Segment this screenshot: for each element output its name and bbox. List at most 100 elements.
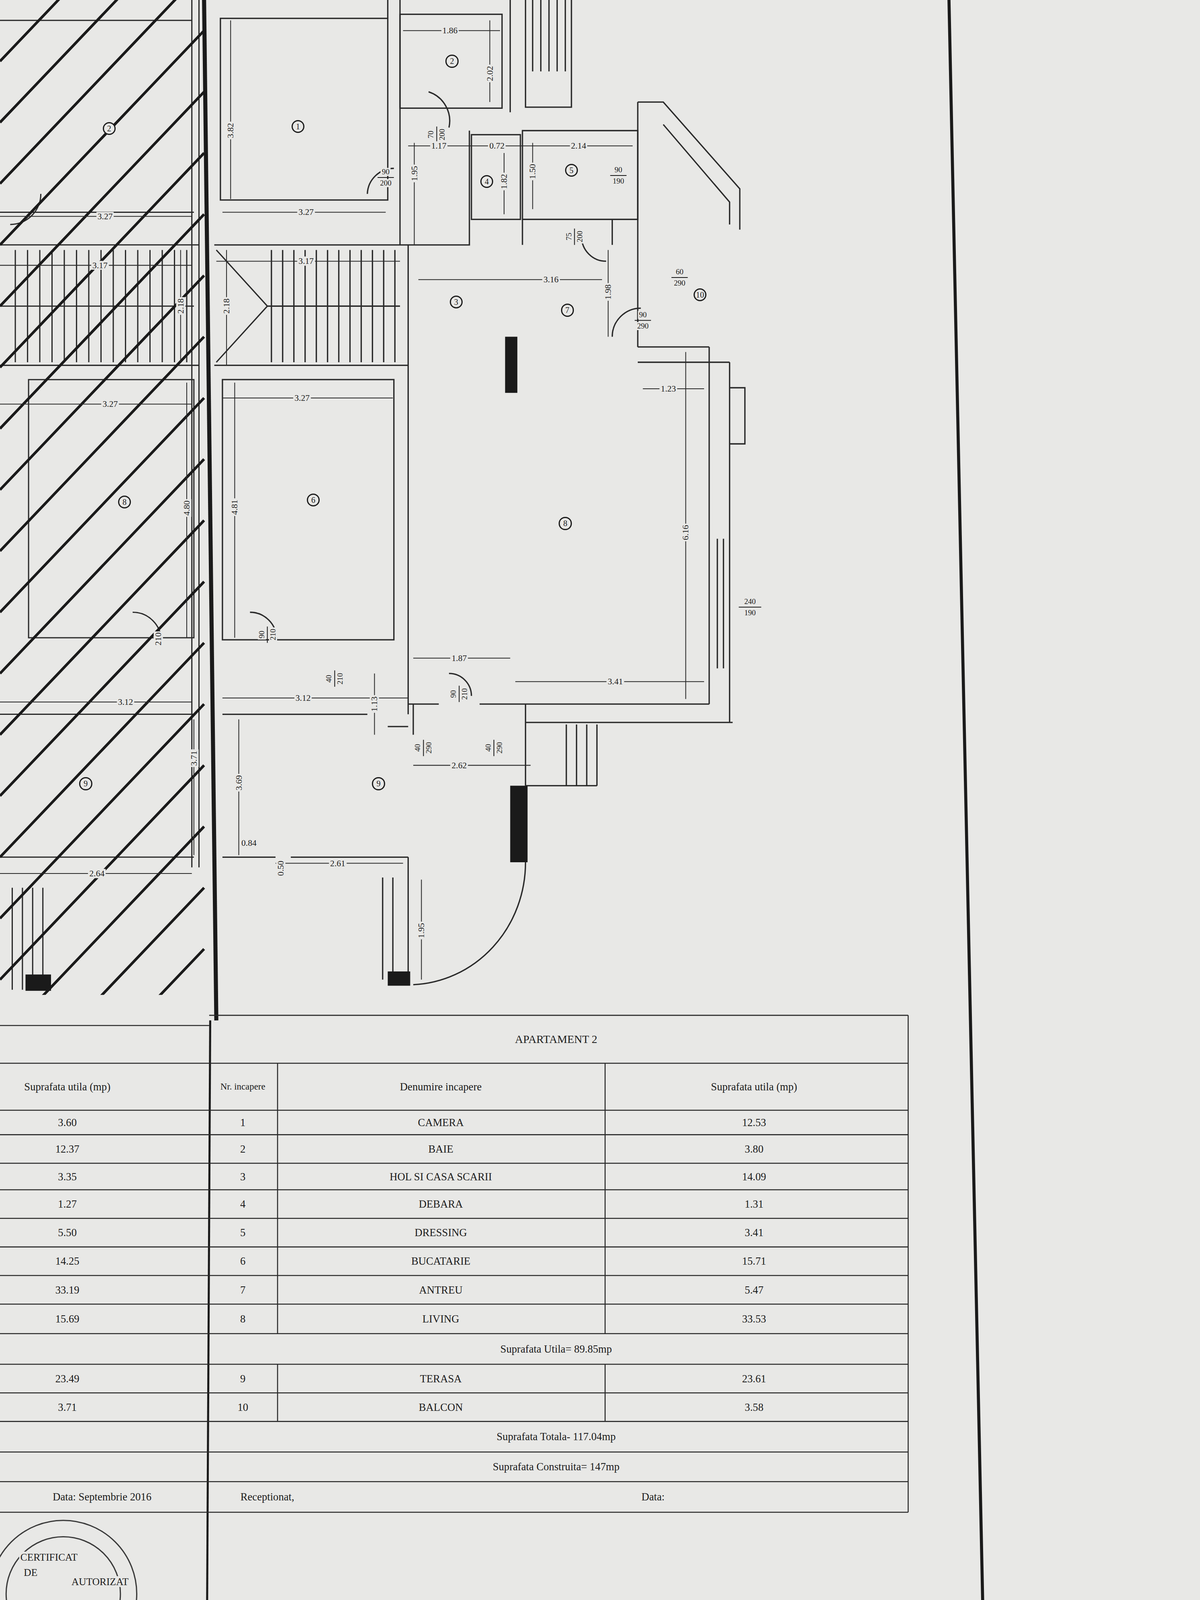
table-cell: 8: [238, 1313, 247, 1325]
page-lines: [948, 0, 983, 1600]
table-lines: [209, 1062, 909, 1064]
dimension-label: 3.27: [101, 399, 120, 409]
table-cell: Data:: [640, 1491, 666, 1503]
table-total: Suprafata Construita= 147mp: [491, 1461, 621, 1473]
dimension-lines: [216, 30, 705, 864]
fraction-bars: [267, 126, 762, 757]
table-total: Suprafata Utila= 89.85mp: [499, 1343, 614, 1355]
table-cell: 12.37: [54, 1143, 81, 1155]
room-number-text: 5: [569, 166, 574, 175]
table-cell: 23.49: [54, 1373, 81, 1385]
stamp: [6, 1536, 121, 1600]
fraction-bars: [458, 685, 460, 703]
dimension-label: 2.14: [569, 141, 588, 151]
room-number-text: 1: [295, 122, 300, 131]
dimension-lines: [226, 20, 686, 980]
door-size: 200: [438, 127, 447, 142]
room-number: 7: [561, 303, 574, 317]
table-lines: [209, 1303, 909, 1305]
fraction-bars: [436, 126, 437, 143]
door-size: 90: [380, 167, 391, 176]
stamp-text: CERTIFICAT: [19, 1551, 79, 1563]
walls: [222, 379, 394, 640]
room-number: 6: [306, 493, 320, 507]
dimension-label: 1.98: [603, 283, 613, 301]
dimension-lines: [0, 20, 705, 980]
walls: [250, 91, 641, 696]
room-number-text: 8: [563, 519, 568, 528]
room-number-text: 8: [122, 497, 127, 507]
dimension-label: 2.18: [222, 297, 232, 315]
table-lines: [209, 1392, 909, 1394]
solid-blocks: [387, 971, 411, 986]
door-size: 60: [674, 267, 685, 276]
door-size: 290: [495, 740, 504, 756]
dimension-label: 3.27: [297, 207, 315, 217]
walls: [637, 102, 740, 363]
dimension-label: 3.69: [234, 773, 244, 792]
stamp: [0, 1520, 137, 1600]
walls: [387, 0, 400, 245]
dimension-label: 3.12: [116, 697, 135, 707]
left-plan: [10, 193, 162, 990]
door-size: 240: [742, 597, 758, 606]
dimension-lines: [0, 216, 194, 874]
dimension-label: 0.72: [487, 141, 506, 151]
table-lines: [604, 1364, 606, 1422]
door-size: 190: [742, 608, 758, 617]
table-lines: [209, 1481, 909, 1483]
dimension-label: 3.71: [189, 749, 199, 768]
table-cell: 1.27: [56, 1198, 78, 1210]
door-size: 40: [324, 673, 333, 684]
dimension-label: 1.17: [430, 141, 448, 151]
table-lines: [0, 1189, 210, 1191]
table-cell: Data: Septembrie 2016: [51, 1491, 153, 1503]
dimension-label: 3.82: [226, 121, 236, 140]
walls: [271, 250, 395, 363]
dimension-label: 3.27: [293, 393, 311, 403]
stamp-text: DE: [22, 1567, 39, 1578]
walls: [471, 134, 521, 220]
dimension-label: 1.13: [369, 695, 380, 713]
door-size: 40: [484, 742, 493, 754]
table-header: Nr. incapere: [212, 1081, 274, 1092]
walls: [709, 346, 745, 723]
fraction-bars: [671, 277, 688, 278]
table-lines: [0, 1333, 210, 1335]
table-lines: [0, 1451, 210, 1453]
table-cell: 4: [238, 1198, 247, 1210]
table-lines: [0, 1162, 210, 1164]
table-cell: 33.53: [740, 1313, 768, 1325]
stamp-text: AUTORIZAT: [70, 1576, 130, 1588]
dimension-label: 2.64: [87, 869, 106, 879]
table-cell: BAIE: [427, 1143, 455, 1155]
table-lines: [0, 1109, 210, 1111]
dimension-label: 2.02: [485, 64, 495, 83]
room-number-text: 4: [484, 177, 489, 186]
walls: [408, 244, 733, 786]
page-lines: [207, 1020, 211, 1600]
door-size: 290: [672, 279, 687, 288]
table-cell: 3.60: [56, 1116, 78, 1129]
table-cell: 6: [238, 1255, 247, 1267]
room-number: 2: [445, 54, 459, 68]
table-cell: 14.09: [740, 1171, 768, 1183]
room-number: 3: [449, 295, 463, 309]
door-size: 290: [635, 322, 650, 331]
table-cell: 9: [238, 1373, 247, 1385]
fraction-bars: [493, 739, 495, 757]
door-size: 210: [336, 671, 345, 686]
table-cell: BALCON: [417, 1401, 465, 1413]
table-total: Suprafata Totala- 117.04mp: [495, 1430, 617, 1443]
dimension-label: 3.41: [606, 677, 625, 687]
table-header: Suprafata utila (mp): [4, 1081, 130, 1093]
door-size: 210: [460, 686, 469, 701]
table-cell: 15.69: [54, 1313, 81, 1325]
walls: [400, 130, 638, 245]
dimension-label: 3.16: [542, 275, 560, 285]
fraction-bars: [334, 670, 335, 687]
table-lines: [277, 1063, 279, 1334]
room-number: 9: [79, 777, 92, 790]
table-lines: [209, 1162, 909, 1164]
door-size: 210: [269, 627, 278, 642]
